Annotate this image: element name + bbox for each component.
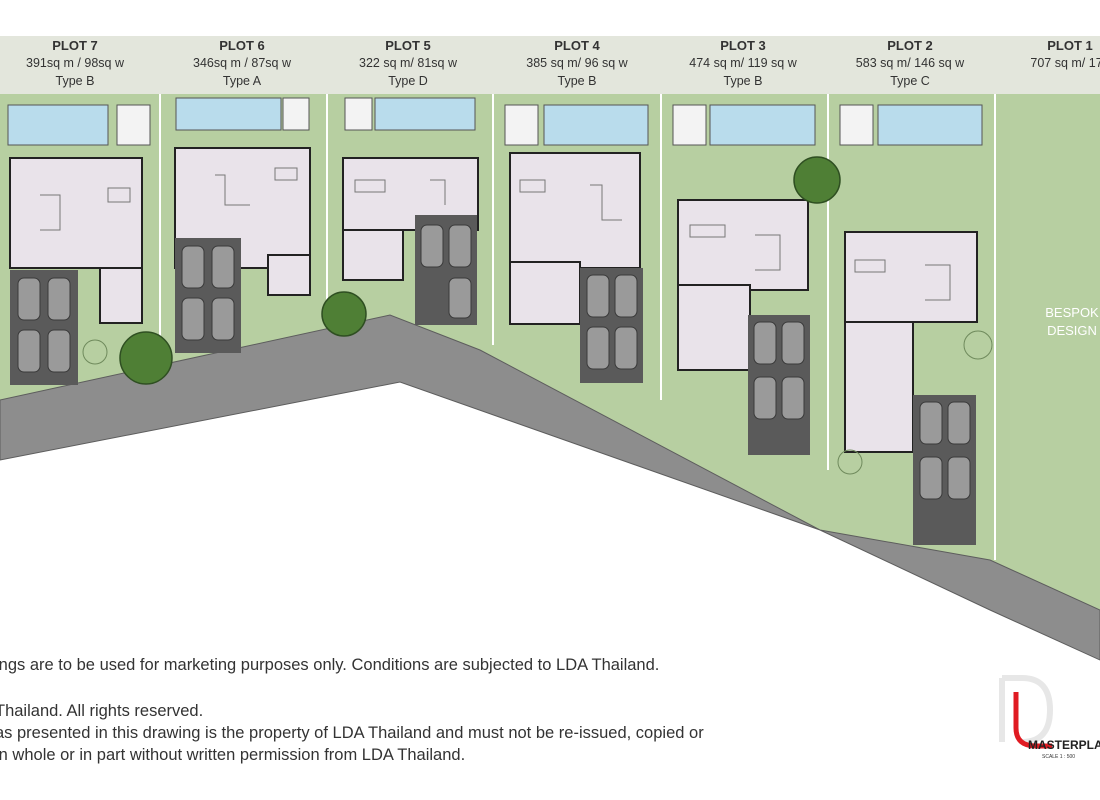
plot-7-header: PLOT 7 391sq m / 98sq w Type B: [26, 38, 125, 88]
plot-1-header: PLOT 1 707 sq m/ 177: [1030, 38, 1100, 70]
plot-3-header: PLOT 3 474 sq m/ 119 sq w Type B: [689, 38, 797, 88]
plot-1-area: 707 sq m/ 177: [1030, 56, 1100, 70]
house-plot4: [509, 152, 641, 269]
access-road: [0, 314, 1100, 661]
plot-4-type: Type B: [558, 74, 597, 88]
plot-7-area: 391sq m / 98sq w: [26, 56, 125, 70]
plot-5-title: PLOT 5: [385, 38, 431, 53]
plot-4-title: PLOT 4: [554, 38, 600, 53]
plot-headers: PLOT 7 391sq m / 98sq w Type B PLOT 6 34…: [26, 38, 1100, 88]
plot-1-bespoke-line-2: DESIGN: [1047, 323, 1097, 338]
shrub-outlines: [82, 330, 993, 475]
plot-1-title: PLOT 1: [1047, 38, 1093, 53]
plot-6-area: 346sq m / 87sq w: [193, 56, 292, 70]
masterplan-stamp-title: MASTERPLA: [1028, 738, 1100, 752]
parked-cars: [17, 224, 971, 500]
plot-6-title: PLOT 6: [219, 38, 265, 53]
house-plot3: [677, 199, 809, 291]
plot-3-type: Type B: [724, 74, 763, 88]
plot-5-area: 322 sq m/ 81sq w: [359, 56, 458, 70]
plot-3-area: 474 sq m/ 119 sq w: [689, 56, 797, 70]
property-notice: as presented in this drawing is the prop…: [0, 724, 704, 742]
plot-3-title: PLOT 3: [720, 38, 766, 53]
lda-logo-icon: [999, 675, 1054, 749]
house-plot7: [9, 157, 143, 269]
plot-2-header: PLOT 2 583 sq m/ 146 sq w Type C: [856, 38, 965, 88]
plot-5-type: Type D: [388, 74, 428, 88]
plot-4-header: PLOT 4 385 sq m/ 96 sq w Type B: [526, 38, 628, 88]
plot-dividers: [159, 94, 996, 560]
copyright-notice: Thailand. All rights reserved.: [0, 702, 204, 720]
plot-5-header: PLOT 5 322 sq m/ 81sq w Type D: [359, 38, 458, 88]
plot-header-strip: [0, 36, 1100, 94]
plot-2-title: PLOT 2: [887, 38, 933, 53]
plot-7-type: Type B: [56, 74, 95, 88]
plot-2-area: 583 sq m/ 146 sq w: [856, 56, 965, 70]
plot-6-header: PLOT 6 346sq m / 87sq w Type A: [193, 38, 292, 88]
plot-4-area: 385 sq m/ 96 sq w: [526, 56, 628, 70]
house-plot2: [844, 231, 978, 323]
trees: [119, 156, 841, 385]
interior-details: [40, 167, 951, 301]
plot-7-title: PLOT 7: [52, 38, 98, 53]
plot-2-type: Type C: [890, 74, 930, 88]
permission-notice: in whole or in part without written perm…: [0, 746, 466, 764]
disclaimer-marketing: ings are to be used for marketing purpos…: [0, 656, 660, 674]
masterplan-stamp-scale: SCALE 1 : 500: [1042, 754, 1075, 760]
plot-1-bespoke-line-1: BESPOK: [1045, 305, 1099, 320]
plot-6-type: Type A: [223, 74, 262, 88]
pools: [7, 97, 983, 146]
